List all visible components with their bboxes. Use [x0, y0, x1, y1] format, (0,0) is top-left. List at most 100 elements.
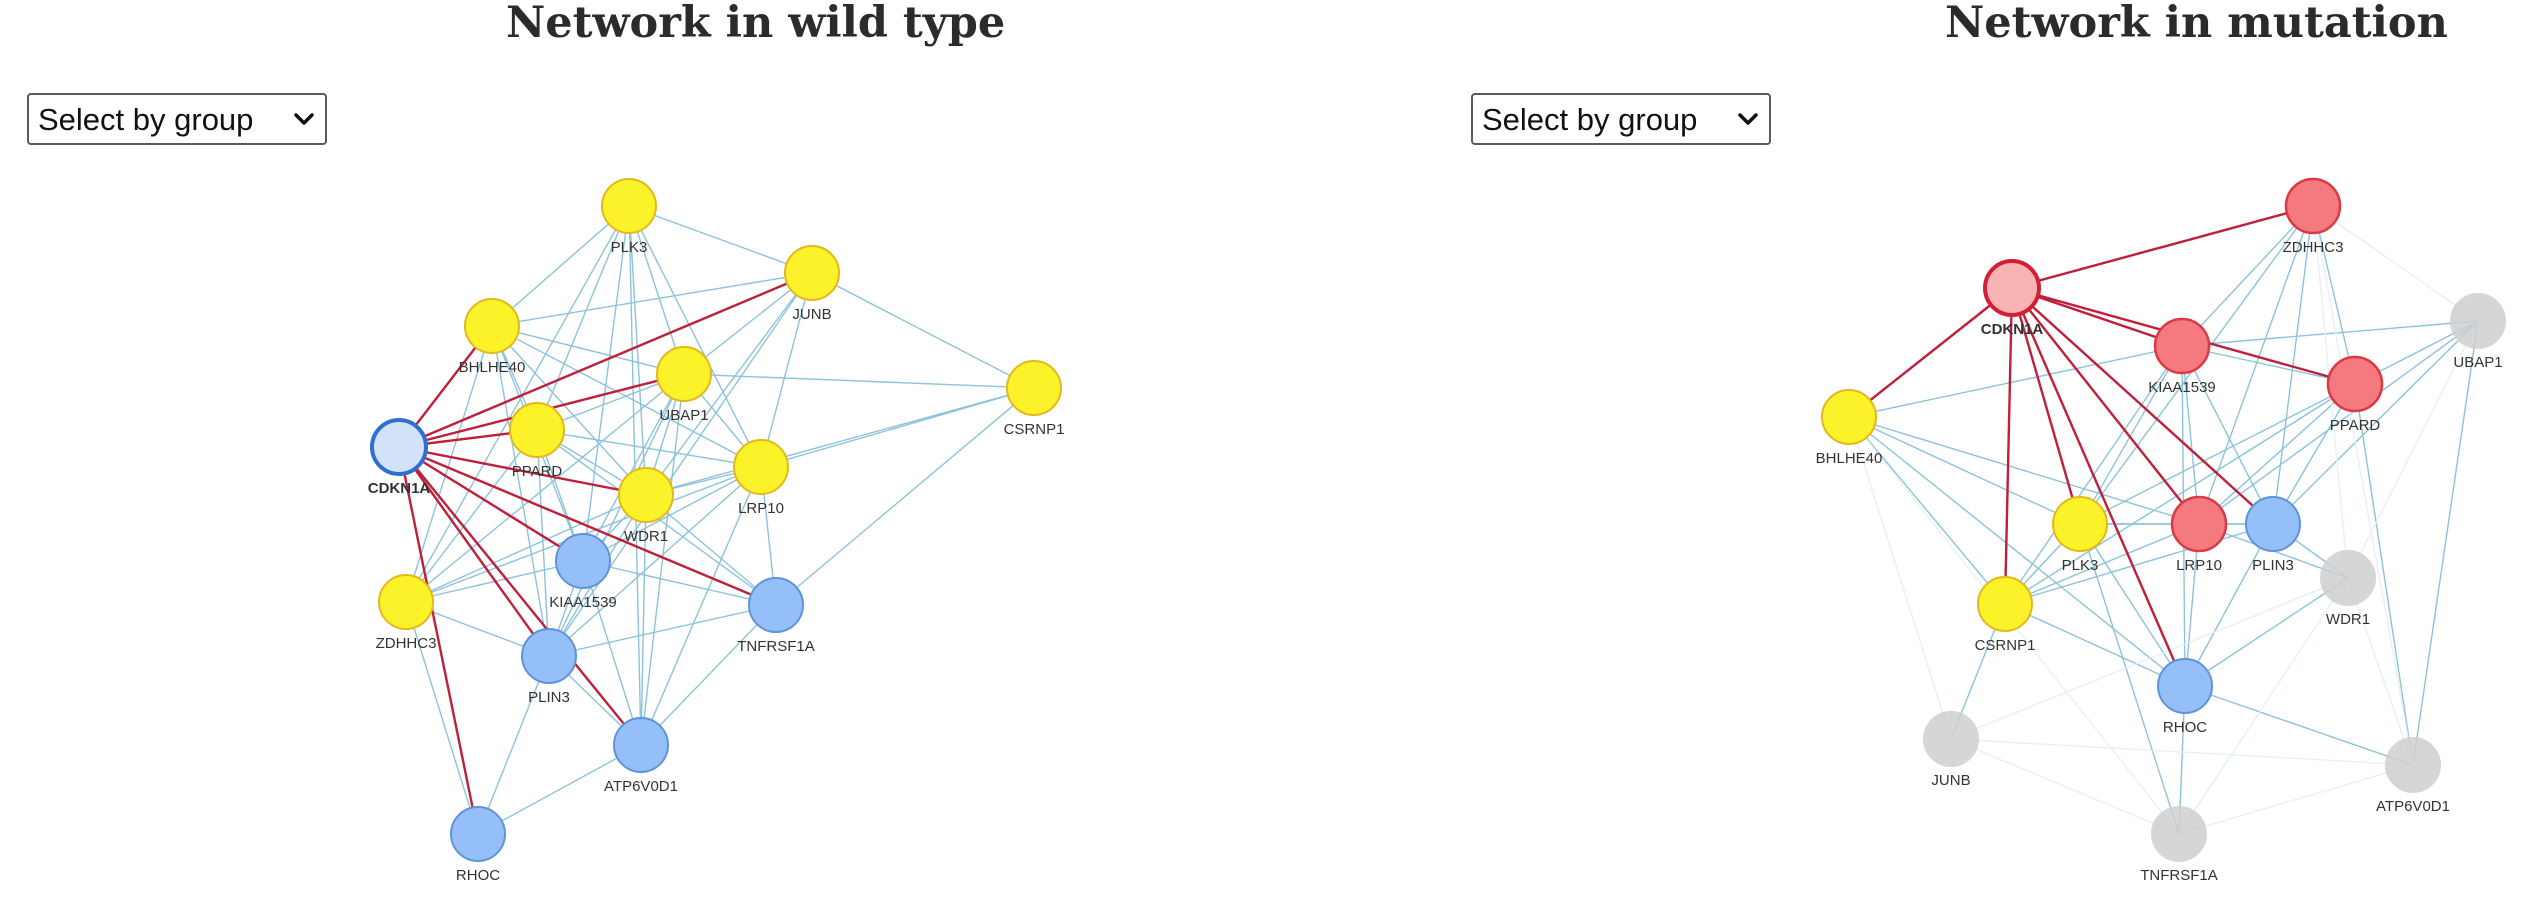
edge [2181, 320, 2479, 347]
edge-highlighted [2011, 204, 2314, 290]
group-select[interactable]: Select by group [1471, 93, 1771, 145]
node-circle[interactable] [450, 806, 506, 862]
node-circle[interactable] [2385, 737, 2441, 793]
node-circle[interactable] [370, 418, 428, 476]
node-ppard[interactable]: PPARD [509, 402, 565, 480]
edge [2079, 345, 2183, 525]
edge [2184, 685, 2414, 766]
node-bhlhe40[interactable]: BHLHE40 [1816, 389, 1883, 467]
node-circle[interactable] [2170, 495, 2228, 553]
node-label: BHLHE40 [459, 359, 526, 376]
node-circle[interactable] [1983, 259, 2041, 317]
group-select[interactable]: Select by group [27, 93, 327, 145]
node-circle[interactable] [1821, 389, 1877, 445]
node-circle[interactable] [509, 402, 565, 458]
node-circle[interactable] [555, 533, 611, 589]
node-kiaa1539[interactable]: KIAA1539 [549, 533, 617, 611]
edge [2181, 205, 2314, 347]
edge [491, 325, 550, 657]
node-circle[interactable] [2326, 355, 2384, 413]
node-lrp10[interactable]: LRP10 [2170, 495, 2228, 574]
node-circle[interactable] [2052, 496, 2108, 552]
node-cdkn1a[interactable]: CDKN1A [368, 418, 431, 497]
edge-highlighted [398, 271, 813, 449]
node-label: ATP6V0D1 [2376, 798, 2450, 815]
node-circle[interactable] [1923, 711, 1979, 767]
node-zdhhc3[interactable]: ZDHHC3 [376, 574, 437, 652]
node-label: TNFRSF1A [737, 638, 815, 655]
edge [405, 205, 630, 603]
node-circle[interactable] [521, 628, 577, 684]
edge [640, 494, 647, 746]
node-label: RHOC [2163, 719, 2207, 736]
node-label: RHOC [456, 867, 500, 884]
node-circle[interactable] [1977, 576, 2033, 632]
node-circle[interactable] [378, 574, 434, 630]
node-circle[interactable] [2284, 177, 2342, 235]
edge [2412, 320, 2479, 766]
node-circle[interactable] [613, 717, 669, 773]
node-circle[interactable] [2157, 658, 2213, 714]
node-ppard[interactable]: PPARD [2326, 355, 2384, 434]
edge [2312, 205, 2414, 766]
node-circle[interactable] [2450, 293, 2506, 349]
edge-highlighted [2010, 287, 2082, 525]
node-circle[interactable] [733, 439, 789, 495]
edge [1950, 577, 2349, 740]
edge [2181, 345, 2356, 385]
node-plin3[interactable]: PLIN3 [521, 628, 577, 706]
node-atp6v0d1[interactable]: ATP6V0D1 [604, 717, 678, 795]
node-circle[interactable] [2151, 806, 2207, 862]
node-label: PLK3 [2062, 557, 2099, 574]
node-plk3[interactable]: PLK3 [601, 178, 657, 256]
node-label: KIAA1539 [549, 594, 617, 611]
edge [582, 466, 762, 562]
node-plin3[interactable]: PLIN3 [2245, 496, 2301, 574]
node-csrnp1[interactable]: CSRNP1 [1975, 576, 2036, 654]
edge [1950, 738, 2414, 766]
node-label: LRP10 [2176, 557, 2222, 574]
edge-highlighted [2010, 287, 2187, 687]
edge-highlighted [398, 446, 550, 657]
node-circle[interactable] [784, 245, 840, 301]
edge-highlighted [398, 445, 647, 497]
node-wdr1[interactable]: WDR1 [618, 467, 674, 545]
node-ubap1[interactable]: UBAP1 [2450, 293, 2506, 371]
node-tnfrsf1a[interactable]: TNFRSF1A [737, 577, 815, 655]
node-rhoc[interactable]: RHOC [2157, 658, 2213, 736]
edge [405, 601, 479, 835]
node-tnfrsf1a[interactable]: TNFRSF1A [2140, 806, 2218, 884]
node-csrnp1[interactable]: CSRNP1 [1004, 360, 1065, 438]
edge [1848, 416, 1952, 740]
node-circle[interactable] [2320, 550, 2376, 606]
node-junb[interactable]: JUNB [1923, 711, 1979, 789]
edge [2312, 205, 2356, 385]
node-wdr1[interactable]: WDR1 [2320, 550, 2376, 628]
node-circle[interactable] [2153, 317, 2211, 375]
node-circle[interactable] [601, 178, 657, 234]
node-circle[interactable] [464, 298, 520, 354]
edge [2354, 383, 2414, 766]
edge [405, 494, 647, 603]
node-bhlhe40[interactable]: BHLHE40 [459, 298, 526, 376]
node-rhoc[interactable]: RHOC [450, 806, 506, 884]
node-atp6v0d1[interactable]: ATP6V0D1 [2376, 737, 2450, 815]
edge-highlighted [2011, 286, 2183, 348]
node-junb[interactable]: JUNB [784, 245, 840, 323]
node-plk3[interactable]: PLK3 [2052, 496, 2108, 574]
node-circle[interactable] [2245, 496, 2301, 552]
node-circle[interactable] [1006, 360, 1062, 416]
node-circle[interactable] [748, 577, 804, 633]
node-zdhhc3[interactable]: ZDHHC3 [2283, 177, 2344, 256]
node-cdkn1a[interactable]: CDKN1A [1981, 259, 2044, 338]
node-label: CDKN1A [1981, 321, 2044, 338]
node-lrp10[interactable]: LRP10 [733, 439, 789, 517]
edge [1848, 416, 2200, 525]
node-circle[interactable] [618, 467, 674, 523]
node-label: LRP10 [738, 500, 784, 517]
node-ubap1[interactable]: UBAP1 [656, 346, 712, 424]
node-circle[interactable] [656, 346, 712, 402]
node-kiaa1539[interactable]: KIAA1539 [2148, 317, 2216, 396]
